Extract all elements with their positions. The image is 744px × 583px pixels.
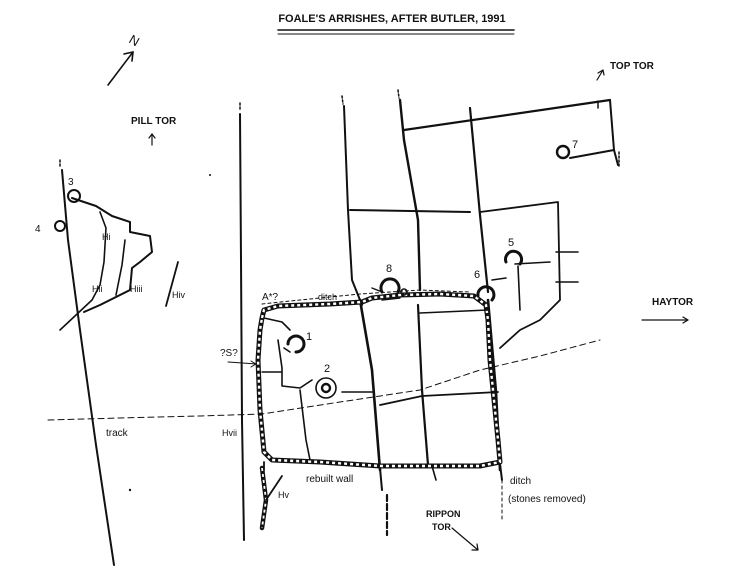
rippon-tor-arrow-icon xyxy=(451,527,479,551)
ditch-top-label: ditch xyxy=(318,292,337,302)
enclosure-hvii-label: Hvii xyxy=(222,428,237,438)
hut-circle-2 xyxy=(315,377,337,399)
top-tor-label: TOP TOR xyxy=(610,61,655,72)
pill-tor-label: PILL TOR xyxy=(131,116,177,127)
enclosure-hii-label: Hii xyxy=(92,284,103,294)
a-star-annotation: A*? xyxy=(262,292,279,303)
hut-label-5: 5 xyxy=(508,237,514,249)
haytor-arrow-icon xyxy=(641,316,689,324)
hut-circle-1 xyxy=(283,334,306,354)
hut-circle-4 xyxy=(54,220,66,232)
s-annotation-arrow-icon xyxy=(227,360,257,368)
hut-circle-5 xyxy=(504,249,524,266)
north-arrow-icon: N xyxy=(107,32,143,86)
hut-label-6: 6 xyxy=(474,269,480,281)
western-enclosures xyxy=(59,159,179,566)
hut-circle-3 xyxy=(67,189,81,203)
marker-dot xyxy=(128,488,132,492)
hut-label-4: 4 xyxy=(35,224,41,235)
hut-label-1: 1 xyxy=(306,331,312,343)
ditch-bottom-label: ditch xyxy=(510,476,531,487)
rippon-tor-label-line1: RIPPON xyxy=(426,509,461,519)
hv-spur xyxy=(259,465,283,531)
hut-circle-8 xyxy=(371,277,408,296)
enclosure-hiii-label: Hiii xyxy=(130,284,143,294)
north-label: N xyxy=(127,32,143,50)
hut-circle-7 xyxy=(555,144,571,160)
central-enclosure-wall xyxy=(255,291,503,469)
hut-label-8: 8 xyxy=(386,263,392,275)
rebuilt-wall-label: rebuilt wall xyxy=(306,474,353,485)
rippon-tor-label-line2: TOR xyxy=(432,522,451,532)
top-tor-arrow-icon xyxy=(596,69,605,81)
enclosure-hi-label: Hi xyxy=(102,232,111,242)
enclosure-hiv-label: Hiv xyxy=(172,290,185,300)
hut-label-3: 3 xyxy=(68,177,74,188)
ditch-top-line xyxy=(261,289,471,305)
stones-removed-label: (stones removed) xyxy=(508,494,586,505)
pill-tor-arrow-icon xyxy=(148,133,156,146)
track-line xyxy=(47,339,601,421)
hut-label-2: 2 xyxy=(324,363,330,375)
hut-circle-6 xyxy=(476,285,496,302)
marker-dot xyxy=(209,174,211,176)
map-title: FOALE'S ARRISHES, AFTER BUTLER, 1991 xyxy=(278,13,505,25)
hut-label-7: 7 xyxy=(572,139,578,151)
hut-circle-2-inner xyxy=(320,382,332,394)
enclosure-hv-label: Hv xyxy=(278,490,289,500)
field-boundaries xyxy=(239,89,620,541)
s-annotation: ?S? xyxy=(220,348,238,359)
haytor-label: HAYTOR xyxy=(652,297,694,308)
track-label: track xyxy=(106,428,129,439)
internal-divisions xyxy=(261,309,503,491)
